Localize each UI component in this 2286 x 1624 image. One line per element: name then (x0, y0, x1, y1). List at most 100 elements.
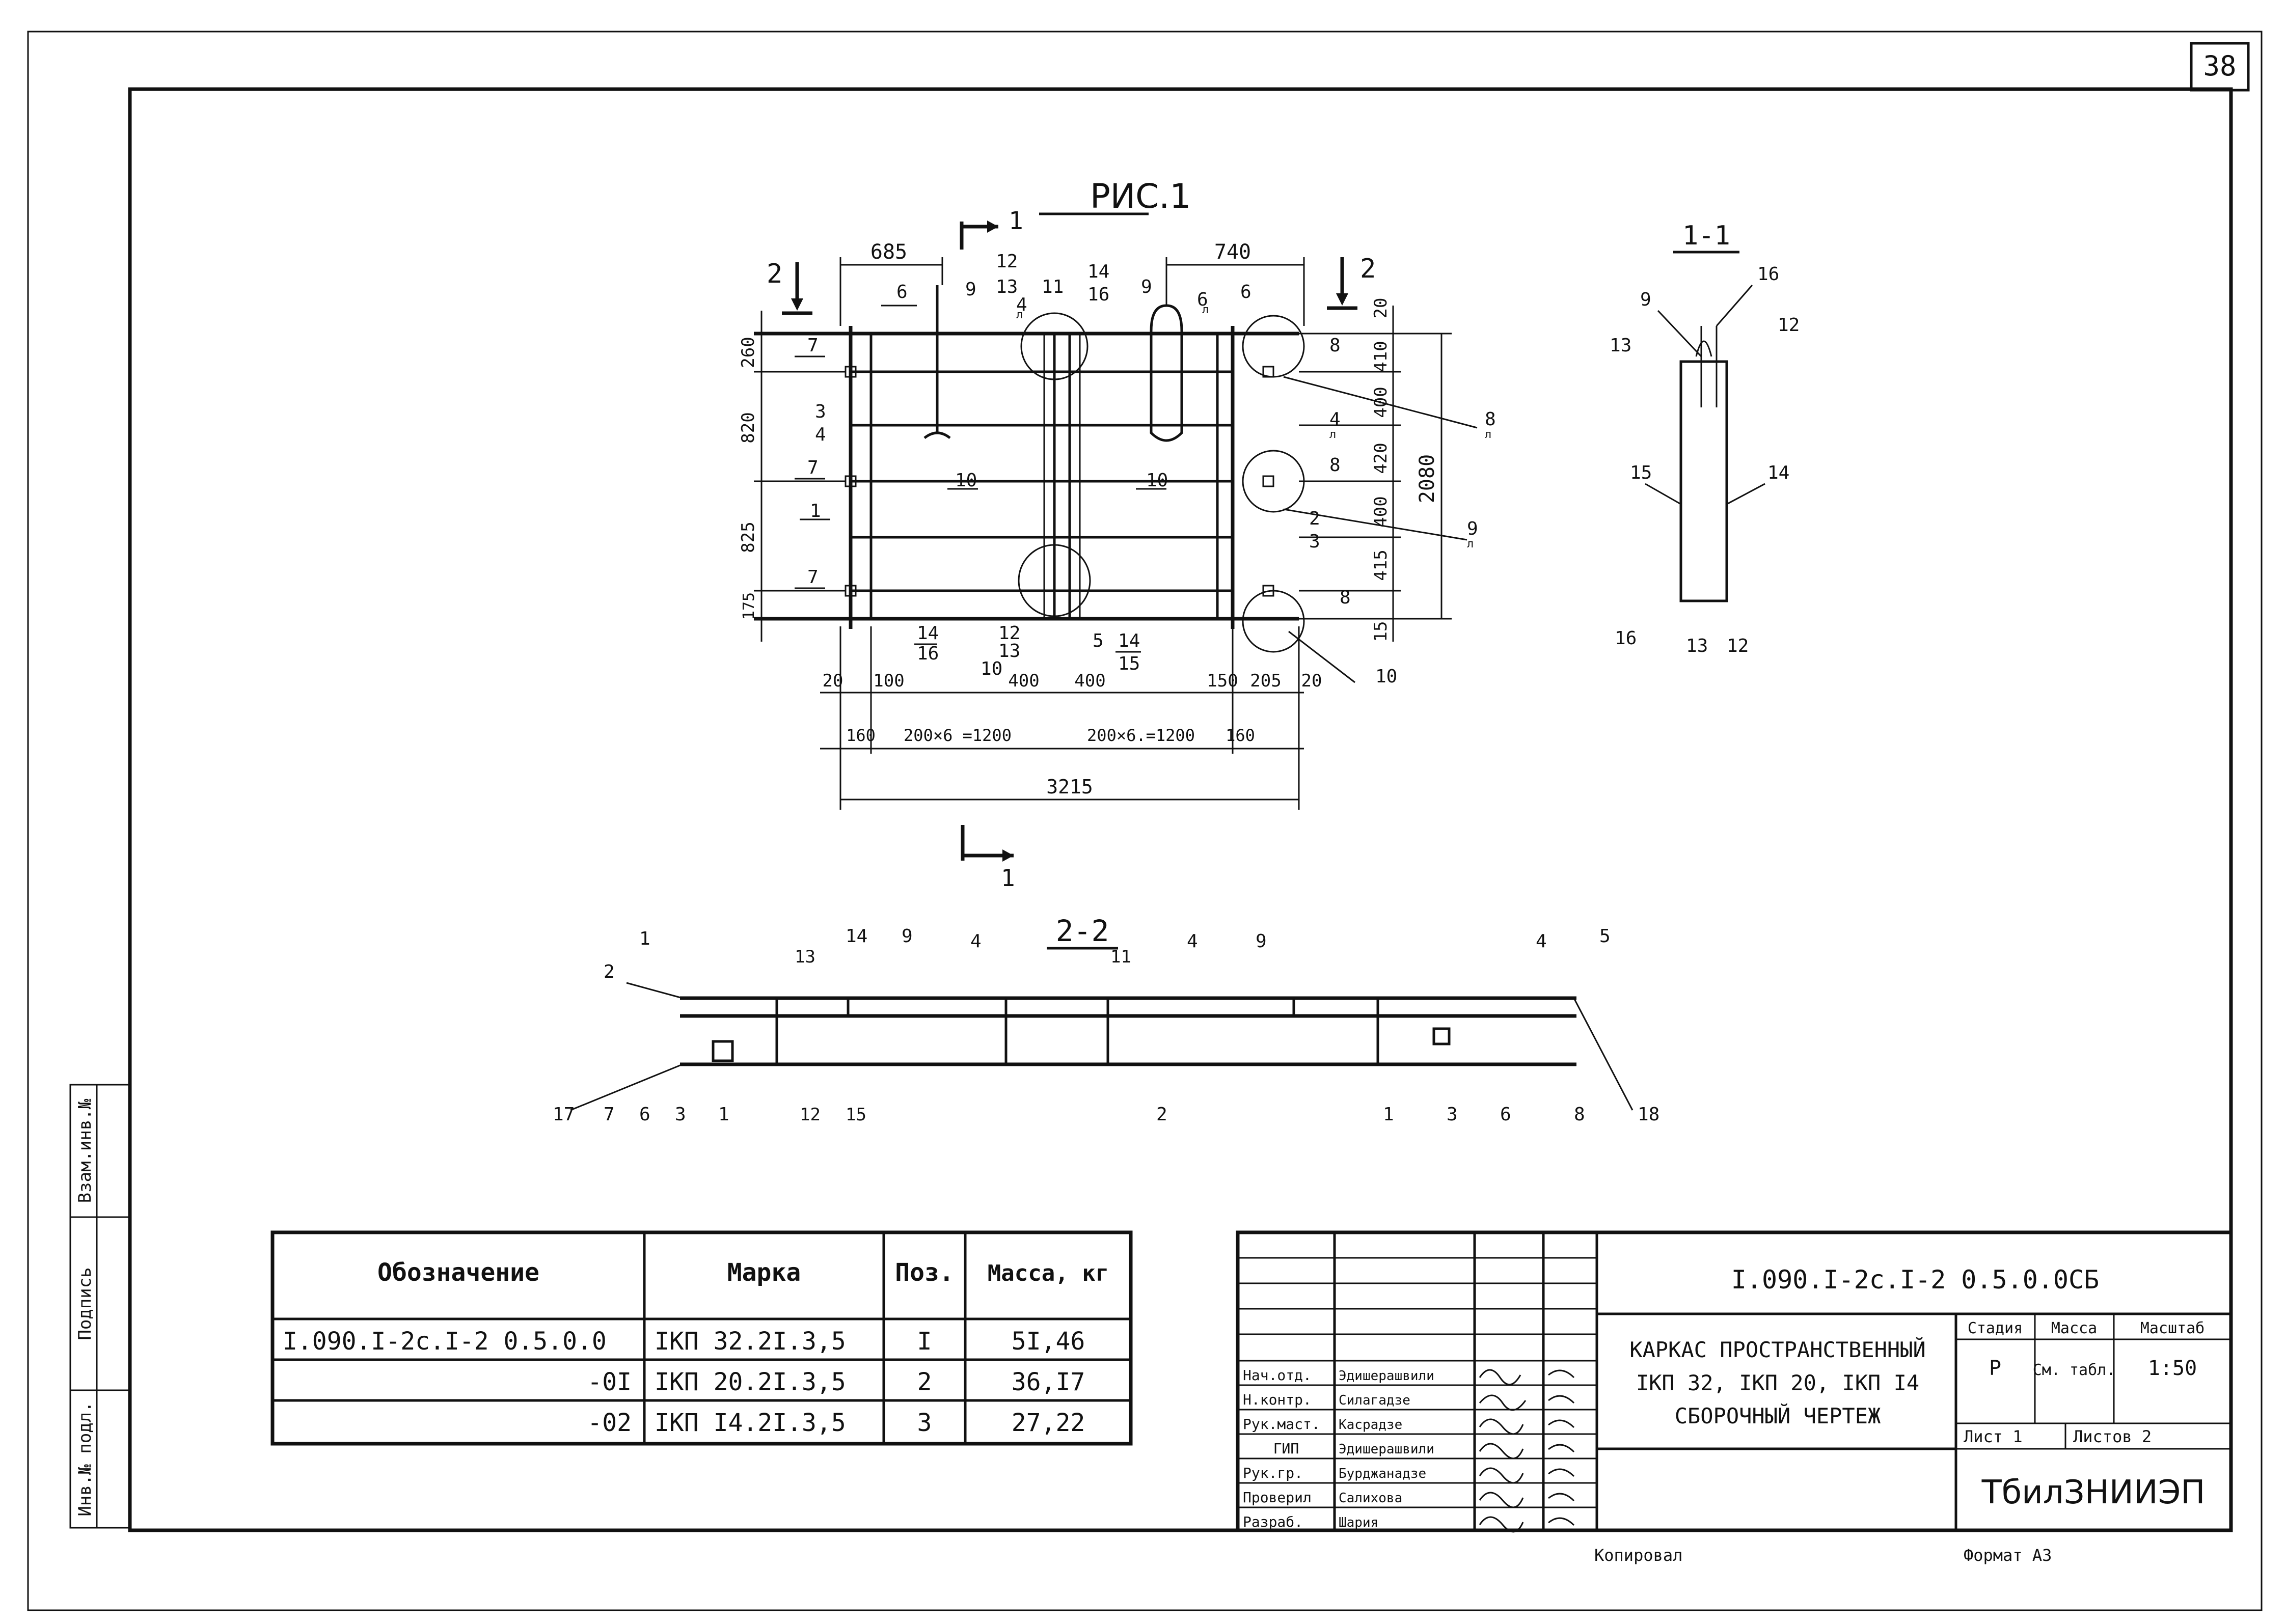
svg-text:740: 740 (1214, 240, 1251, 264)
svg-text:13: 13 (996, 277, 1018, 297)
svg-text:13: 13 (795, 947, 815, 967)
svg-text:12: 12 (1778, 315, 1800, 336)
svg-text:20: 20 (823, 671, 843, 691)
svg-text:820: 820 (738, 412, 758, 443)
svg-text:13: 13 (998, 641, 1020, 662)
svg-text:1: 1 (1383, 1104, 1394, 1125)
role-7: Разраб. (1243, 1513, 1303, 1530)
spec-table: Обозначение Марка Поз. Масса, кг I.090.I… (270, 1230, 1133, 1446)
stage-value: Р (1989, 1357, 2001, 1380)
svg-text:л: л (1467, 538, 1474, 550)
svg-text:18: 18 (1638, 1104, 1659, 1125)
section-view-2-left: 2 (767, 259, 812, 315)
spec-header-mass: Масса, кг (988, 1260, 1109, 1286)
svg-text:12: 12 (800, 1105, 821, 1125)
name-6: Салихова (1339, 1491, 1402, 1506)
svg-text:15: 15 (1630, 462, 1652, 483)
svg-text:6: 6 (896, 282, 908, 302)
svg-text:1: 1 (810, 501, 821, 521)
section-cut-1-bottom: 1 (961, 825, 1015, 892)
stage-label: Стадия (1968, 1319, 2023, 1337)
section-2-2: 2-2 1 2 13 14 9 4 11 4 9 4 5 17 7 6 3 1 … (553, 914, 1659, 1125)
svg-text:400: 400 (1008, 671, 1039, 691)
svg-text:2: 2 (1309, 508, 1320, 529)
svg-text:160: 160 (846, 726, 876, 745)
svg-text:12: 12 (998, 623, 1020, 644)
svg-text:4: 4 (815, 424, 826, 445)
plan-callouts: 6 9 12 13 4 л 11 14 16 9 6 л 6 7 8 7 8 7… (795, 251, 1496, 687)
svg-text:400: 400 (1074, 671, 1105, 691)
svg-text:8: 8 (1329, 455, 1341, 476)
svg-text:175: 175 (740, 592, 758, 620)
sheet-frame (27, 31, 2263, 1611)
svg-text:825: 825 (738, 521, 758, 553)
sheet-label: Лист 1 (1964, 1427, 2023, 1446)
svg-text:4: 4 (970, 931, 982, 952)
svg-text:4: 4 (1016, 294, 1027, 315)
svg-text:9: 9 (1141, 277, 1152, 297)
svg-text:14: 14 (1767, 462, 1789, 483)
svg-text:7: 7 (807, 335, 819, 356)
spec-row-3-pos: 3 (917, 1409, 932, 1437)
svg-text:9: 9 (1256, 931, 1267, 952)
svg-text:685: 685 (870, 240, 907, 264)
svg-text:9: 9 (965, 279, 976, 300)
role-2: Н.контр. (1243, 1391, 1312, 1408)
spec-header-designation: Обозначение (377, 1258, 539, 1287)
plan-frame (754, 285, 1305, 653)
svg-text:400: 400 (1371, 496, 1391, 527)
svg-text:8: 8 (1329, 335, 1341, 356)
name-5: Бурджанадзе (1339, 1466, 1426, 1481)
svg-text:8: 8 (1574, 1104, 1585, 1125)
svg-text:л: л (1016, 309, 1023, 321)
sheet-number: 38 (2203, 50, 2236, 82)
role-5: Рук.гр. (1243, 1465, 1303, 1481)
svg-text:2-2: 2-2 (1056, 914, 1109, 948)
svg-text:16: 16 (917, 643, 939, 664)
svg-text:420: 420 (1371, 443, 1391, 474)
spec-header-pos: Поз. (895, 1258, 954, 1287)
role-3: Рук.маст. (1243, 1416, 1320, 1433)
svg-text:17: 17 (553, 1104, 575, 1125)
svg-text:8: 8 (1340, 587, 1351, 608)
svg-text:5: 5 (1093, 630, 1104, 651)
drawing-title-line-3: СБОРОЧНЫЙ ЧЕРТЕЖ (1675, 1403, 1881, 1428)
svg-text:14: 14 (1118, 630, 1140, 651)
svg-text:3: 3 (675, 1104, 686, 1125)
spec-header-mark: Марка (727, 1258, 801, 1287)
svg-text:6: 6 (1240, 282, 1251, 302)
svg-text:7: 7 (807, 457, 819, 478)
svg-text:7: 7 (807, 567, 819, 588)
svg-text:16: 16 (1615, 628, 1637, 649)
svg-text:200×6.=1200: 200×6.=1200 (1087, 726, 1195, 745)
plan-dims-right: 20 410 400 420 400 415 15 2080 (1299, 298, 1452, 642)
svg-text:16: 16 (1087, 284, 1109, 305)
svg-text:л: л (1202, 304, 1209, 316)
copied-label: Копировал (1594, 1546, 1682, 1565)
svg-text:9: 9 (1467, 518, 1478, 539)
role-1: Нач.отд. (1243, 1367, 1312, 1384)
signature-marks (1479, 1369, 1575, 1533)
svg-text:5: 5 (1599, 926, 1611, 947)
svg-text:200×6 =1200: 200×6 =1200 (904, 726, 1012, 745)
svg-text:11: 11 (1110, 947, 1131, 967)
svg-text:14: 14 (846, 926, 867, 947)
mass-value: См. табл. (2033, 1361, 2116, 1379)
svg-text:6: 6 (1500, 1104, 1511, 1125)
scale-value: 1:50 (2148, 1357, 2197, 1380)
svg-text:260: 260 (738, 337, 758, 368)
svg-text:14: 14 (917, 623, 939, 644)
spec-row-1-pos: I (917, 1327, 932, 1356)
svg-text:2: 2 (604, 961, 615, 982)
section-view-2-right: 2 (1327, 254, 1376, 310)
spec-row-3-mark: IКП I4.2I.3,5 (655, 1409, 846, 1437)
plan-dims-top: 685 740 (839, 240, 1305, 326)
spec-row-2-designation: -0I (587, 1368, 632, 1396)
svg-text:3: 3 (1447, 1104, 1458, 1125)
svg-text:10: 10 (955, 470, 977, 491)
svg-text:20: 20 (1371, 298, 1391, 319)
svg-text:6: 6 (1197, 289, 1208, 310)
drawing-title-line-1: КАРКАС ПРОСТРАНСТВЕННЫЙ (1629, 1337, 1926, 1362)
name-1: Эдишерашвили (1339, 1368, 1434, 1384)
